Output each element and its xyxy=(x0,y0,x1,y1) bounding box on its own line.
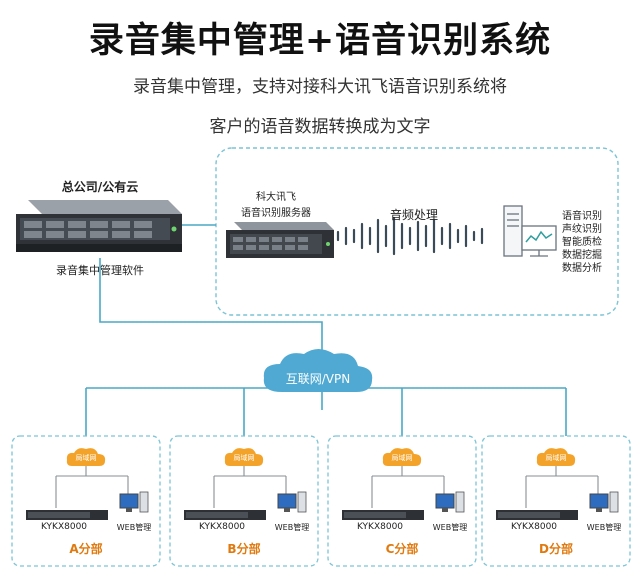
feature-item: 数据分析 xyxy=(562,263,602,274)
subtitle-line-2: 客户的语音数据转换成为文字 xyxy=(209,117,431,137)
branch-d-lan-label: 局域网 xyxy=(545,454,567,462)
hq-label: 总公司/公有云 xyxy=(61,180,139,194)
analysis-computer-icon xyxy=(503,205,557,257)
branch-b-diagram xyxy=(184,448,307,520)
branch-a-name: A分部 xyxy=(69,542,103,556)
branch-d-diagram xyxy=(496,448,619,520)
audio-processing-label: 音频处理 xyxy=(389,208,439,222)
branch-d-name: D分部 xyxy=(539,542,573,556)
branch-d-device-label: KYKX8000 xyxy=(510,522,558,532)
feature-item: 智能质检 xyxy=(562,237,602,248)
asr-feature-list: 语音识别 声纹识别 智能质检 数据挖掘 数据分析 xyxy=(562,210,602,275)
hq-server-icon xyxy=(16,200,182,252)
feature-item: 声纹识别 xyxy=(562,224,602,235)
branch-c-device-label: KYKX8000 xyxy=(356,522,404,532)
branch-b-lan-label: 局域网 xyxy=(233,454,255,462)
branch-c-diagram xyxy=(342,448,465,520)
subtitle-line-1: 录音集中管理，支持对接科大讯飞语音识别系统将 xyxy=(133,77,507,97)
branch-a-device-label: KYKX8000 xyxy=(40,522,88,532)
internet-cloud-icon xyxy=(263,349,373,392)
branch-c-lan-label: 局域网 xyxy=(391,454,413,462)
branch-a-diagram xyxy=(26,448,149,520)
branch-a-web-label: WEB管理 xyxy=(116,523,152,532)
asr-server-label-line2: 语音识别服务器 xyxy=(241,208,311,219)
audio-waveform-icon xyxy=(336,216,484,256)
branch-boxes xyxy=(11,435,631,567)
feature-item: 语音识别 xyxy=(562,211,602,222)
page-title: 录音集中管理+语音识别系统 xyxy=(88,21,552,61)
asr-server-icon xyxy=(226,222,334,258)
asr-panel xyxy=(215,147,619,316)
branch-b-device-label: KYKX8000 xyxy=(198,522,246,532)
branch-b-web-label: WEB管理 xyxy=(274,523,310,532)
branch-b-name: B分部 xyxy=(227,542,261,556)
branch-c-web-label: WEB管理 xyxy=(432,523,468,532)
branch-d-web-label: WEB管理 xyxy=(586,523,622,532)
branch-a-lan-label: 局域网 xyxy=(75,454,97,462)
branch-c-name: C分部 xyxy=(385,542,419,556)
asr-server-label-line1: 科大讯飞 xyxy=(256,192,296,203)
internet-cloud-label: 互联网/VPN xyxy=(285,372,351,386)
hq-server-caption: 录音集中管理软件 xyxy=(56,264,144,277)
feature-item: 数据挖掘 xyxy=(562,250,602,261)
